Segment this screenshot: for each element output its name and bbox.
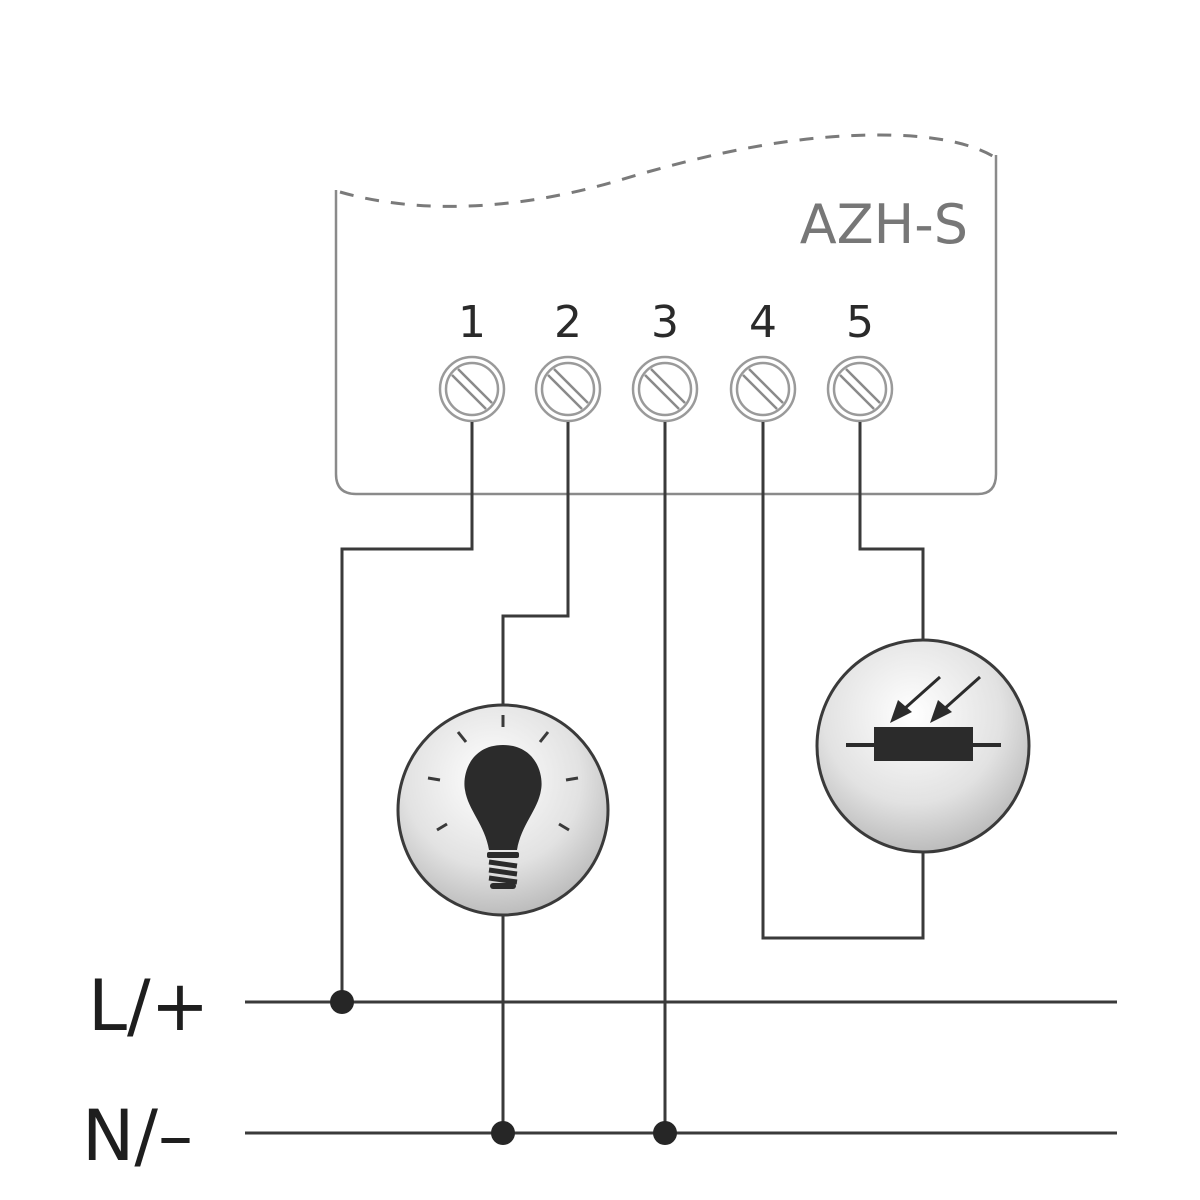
terminal-screw-3	[631, 355, 699, 423]
live-bus-label: L/+	[88, 965, 209, 1047]
junction-dot-lamp-neutral	[491, 1121, 515, 1145]
wire-terminal-1	[340, 422, 474, 1002]
terminal-label-1: 1	[458, 297, 486, 348]
terminal-screw-1	[438, 355, 506, 423]
wire-terminal-5	[858, 422, 925, 640]
bus-lines: L/+ N/–	[82, 965, 1117, 1177]
sensor-component	[815, 638, 1031, 854]
terminal-label-2: 2	[554, 297, 582, 348]
light-rays	[427, 715, 579, 832]
junction-dot-live	[330, 990, 354, 1014]
lightbulb-icon	[427, 715, 579, 889]
terminal-screw-2	[534, 355, 602, 423]
housing-outline	[334, 155, 998, 496]
photoresistor-icon	[846, 675, 1001, 761]
terminal-screw-5	[826, 355, 894, 423]
terminal-label-3: 3	[651, 297, 679, 348]
terminal-label-5: 5	[846, 297, 874, 348]
junction-dot-terminal3-neutral	[653, 1121, 677, 1145]
neutral-bus-label: N/–	[82, 1095, 193, 1177]
junctions	[330, 990, 677, 1145]
model-label: AZH-S	[800, 193, 968, 256]
wire-terminal-4	[761, 422, 925, 940]
terminal-labels: 1 2 3 4 5	[458, 297, 874, 348]
terminal-label-4: 4	[749, 297, 777, 348]
device-housing: AZH-S	[334, 133, 998, 496]
wires	[340, 422, 925, 1133]
terminal-screw-4	[729, 355, 797, 423]
wire-terminal-2	[501, 422, 570, 705]
terminal-screws	[438, 355, 894, 423]
housing-cut-edge	[339, 133, 997, 208]
lamp-component	[396, 703, 610, 917]
